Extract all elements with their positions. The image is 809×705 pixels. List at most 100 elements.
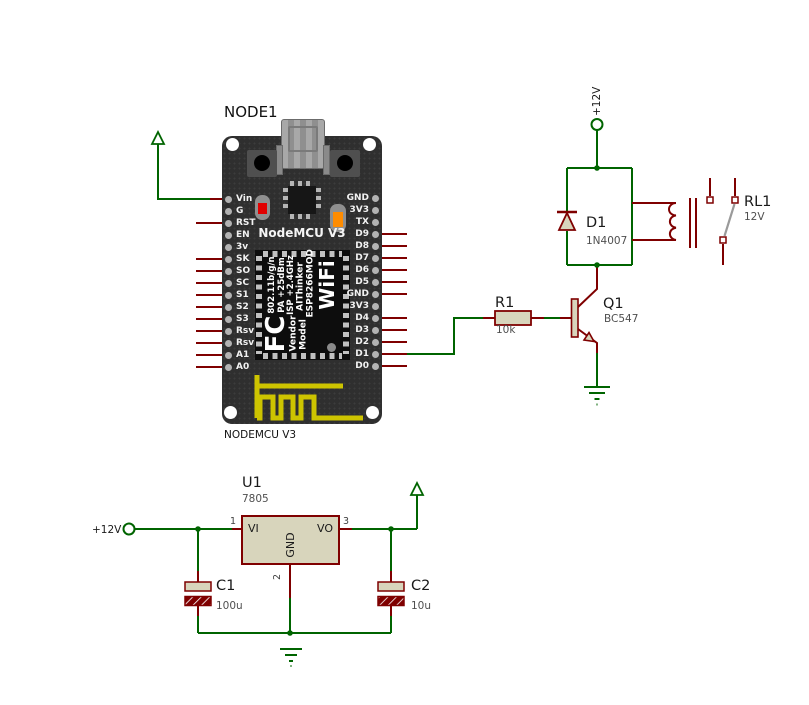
pin-row[interactable]: Vin bbox=[222, 194, 382, 204]
power-symbols[interactable]: +12V +12V bbox=[92, 86, 604, 536]
pin-row[interactable]: D8 bbox=[222, 241, 382, 251]
pin-row[interactable]: GND bbox=[222, 288, 382, 299]
regulator-u1[interactable]: VI VO GND 1 3 2 U1 7805 bbox=[230, 475, 352, 598]
orange-led bbox=[333, 212, 343, 227]
pin-dot bbox=[372, 206, 379, 214]
pin-row[interactable]: D0 bbox=[222, 360, 382, 371]
pin-label: D3 bbox=[355, 324, 369, 335]
pin-label: 3V3 bbox=[349, 300, 370, 311]
pin-row[interactable]: A0 bbox=[222, 362, 382, 372]
pin-row[interactable]: RST bbox=[222, 217, 382, 228]
pin-row[interactable]: EN bbox=[222, 230, 382, 240]
pin-row[interactable]: SO bbox=[222, 266, 382, 276]
pin-row[interactable]: D1 bbox=[222, 349, 382, 359]
regulator-body[interactable] bbox=[241, 515, 340, 565]
esp8266-module: 802.11b/g/n PA +25dBm ISP +2.4GHz FC AIT… bbox=[255, 249, 350, 360]
pin-dot bbox=[225, 291, 232, 299]
pin-row[interactable]: 3V3 bbox=[222, 300, 382, 311]
resistor-body[interactable] bbox=[494, 310, 532, 326]
pin-label: GND bbox=[346, 288, 369, 299]
usb-connector bbox=[281, 119, 325, 169]
pin-row[interactable]: TX bbox=[222, 216, 382, 227]
r1-value-label: 10k bbox=[496, 324, 516, 336]
nodemcu-board[interactable]: NodeMCU V3 802.11b/g/n PA +25dBm ISP +2.… bbox=[222, 119, 382, 424]
pin-dot bbox=[372, 254, 379, 262]
board-title: NodeMCU V3 bbox=[258, 226, 346, 240]
pin-dot bbox=[225, 231, 232, 239]
left-pin-stubs bbox=[196, 198, 229, 368]
rl1-value-label: 12V bbox=[744, 211, 765, 223]
pin-dot bbox=[372, 266, 379, 274]
pin-row[interactable]: S3 bbox=[222, 314, 382, 324]
module-dot bbox=[327, 343, 336, 352]
screw-hole bbox=[366, 406, 379, 419]
pin-label: TX bbox=[355, 216, 369, 227]
pin-row[interactable]: SC bbox=[222, 277, 382, 288]
pin-row[interactable]: D6 bbox=[222, 265, 382, 275]
ground-q1 bbox=[584, 386, 610, 406]
relay-core bbox=[689, 198, 697, 248]
pin-dot bbox=[225, 279, 232, 287]
c2-value-label: 10u bbox=[411, 600, 431, 612]
r1-ref-label: R1 bbox=[495, 295, 514, 311]
pin-row[interactable]: G bbox=[222, 206, 382, 216]
transistor-base-bar[interactable] bbox=[570, 298, 579, 338]
pin-row[interactable]: A1 bbox=[222, 350, 382, 360]
diode-symbol[interactable] bbox=[557, 210, 577, 231]
pin-row[interactable]: D7 bbox=[222, 252, 382, 263]
u1-pin1-number: 1 bbox=[230, 516, 236, 527]
pin-row[interactable]: S1 bbox=[222, 290, 382, 300]
power-arrow-regulator[interactable] bbox=[409, 480, 425, 496]
pin-row[interactable]: D5 bbox=[222, 277, 382, 287]
pin-row[interactable]: GND bbox=[222, 193, 382, 203]
pin-label: D0 bbox=[355, 360, 369, 371]
antenna-trace bbox=[254, 375, 363, 421]
resistor-r1[interactable]: R1 10k bbox=[483, 295, 544, 336]
pin-row[interactable]: D9 bbox=[222, 229, 382, 239]
pin-dot bbox=[372, 326, 379, 334]
pin-row[interactable]: Rsv bbox=[222, 326, 382, 336]
u1-pin3-number: 3 bbox=[343, 516, 349, 527]
pin-row[interactable]: D4 bbox=[222, 313, 382, 323]
reset-button[interactable] bbox=[330, 150, 360, 177]
pin-dot bbox=[225, 351, 232, 359]
flash-button[interactable] bbox=[247, 150, 277, 177]
pin-dot bbox=[372, 362, 379, 370]
diode-d1[interactable]: D1 1N4007 bbox=[557, 210, 627, 247]
terminal-relay-12v[interactable] bbox=[590, 118, 604, 131]
pin-label: RST bbox=[236, 217, 256, 228]
u1-pin-vi: VI bbox=[248, 522, 259, 535]
capacitor-c2[interactable]: C2 10u bbox=[377, 571, 431, 616]
pin-dot bbox=[225, 303, 232, 311]
pin-dot bbox=[372, 242, 379, 250]
pin-row[interactable]: D3 bbox=[222, 324, 382, 335]
pin-dot bbox=[225, 267, 232, 275]
button-cap bbox=[337, 155, 353, 171]
pin-row[interactable]: S2 bbox=[222, 302, 382, 312]
relay-rl1[interactable]: RL1 12V bbox=[632, 178, 771, 265]
pin-row[interactable]: 3V3 bbox=[222, 205, 382, 215]
relay-switch-arm[interactable] bbox=[723, 203, 736, 237]
pin-row[interactable]: D2 bbox=[222, 337, 382, 347]
pin-label: SC bbox=[236, 277, 250, 288]
terminal-reg-12v[interactable] bbox=[122, 522, 136, 536]
pin-dot bbox=[225, 255, 232, 263]
d1-value-label: 1N4007 bbox=[586, 235, 627, 247]
pin-row[interactable]: Rsv bbox=[222, 338, 382, 348]
pin-dot bbox=[372, 314, 379, 322]
wire-d1pin-to-r1 bbox=[407, 317, 483, 355]
pin-label: D7 bbox=[355, 252, 369, 263]
emitter-arrow bbox=[582, 330, 596, 343]
pin-row[interactable]: SK bbox=[222, 254, 382, 264]
capacitor-c1[interactable]: C1 100u bbox=[184, 571, 243, 616]
power-arrow-left[interactable] bbox=[150, 129, 166, 145]
pin-row[interactable]: 3v bbox=[222, 242, 382, 252]
ground-u1 bbox=[280, 648, 302, 667]
relay-coil[interactable] bbox=[632, 202, 677, 241]
screw-hole bbox=[363, 138, 376, 151]
c2-ref-label: C2 bbox=[411, 578, 430, 594]
transistor-q1[interactable]: Q1 BC547 bbox=[560, 266, 638, 353]
pin-dot bbox=[372, 278, 379, 286]
usb-serial-chip bbox=[283, 181, 321, 219]
